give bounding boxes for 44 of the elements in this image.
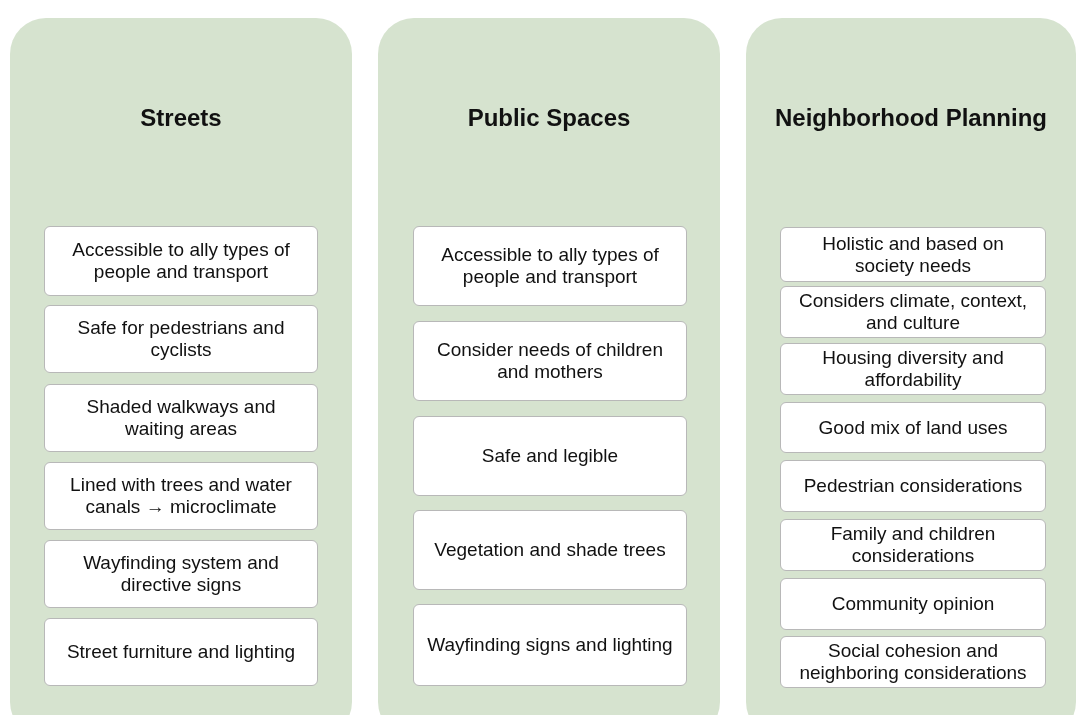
criteria-text: Considers climate, context, and culture [797, 290, 1029, 334]
criteria-text: Wayfinding signs and lighting [427, 634, 673, 656]
criteria-text: Wayfinding system and directive signs [82, 552, 280, 596]
criteria-text: Social cohesion and neighboring considerations [798, 640, 1028, 684]
criteria-box [44, 305, 318, 373]
criteria-box [780, 519, 1046, 571]
column-panel [746, 18, 1076, 715]
criteria-box [413, 416, 687, 496]
criteria-box [44, 462, 318, 530]
column-heading: Streets [139, 104, 223, 132]
criteria-text: Accessible to ally types of people and transport [71, 239, 291, 283]
criteria-text: Safe and legible [481, 445, 619, 467]
criteria-text: Pedestrian considerations [803, 475, 1023, 497]
criteria-box [780, 227, 1046, 282]
criteria-box [413, 321, 687, 401]
criteria-text: Consider needs of children and mothers [436, 339, 664, 383]
criteria-text: Holistic and based on society needs [821, 232, 1005, 277]
criteria-box [780, 460, 1046, 512]
criteria-box [413, 226, 687, 306]
criteria-box [44, 618, 318, 686]
criteria-box [44, 540, 318, 608]
column-panel [10, 18, 352, 715]
criteria-box [780, 636, 1046, 688]
criteria-box [413, 604, 687, 686]
criteria-box [780, 286, 1046, 338]
column-heading: Neighborhood Planning [774, 104, 1048, 132]
criteria-box [44, 226, 318, 296]
criteria-box [413, 510, 687, 590]
criteria-text: Vegetation and shade trees [434, 539, 666, 561]
column-panel [378, 18, 720, 715]
criteria-box [780, 343, 1046, 395]
criteria-text: Community opinion [831, 593, 995, 615]
criteria-text: Housing diversity and affordability [821, 347, 1005, 391]
criteria-box [780, 578, 1046, 630]
criteria-text: Shaded walkways and waiting areas [85, 396, 277, 440]
column-heading: Public Spaces [466, 104, 632, 132]
criteria-text: Good mix of land uses [818, 416, 1008, 439]
criteria-text: Street furniture and lighting [66, 641, 296, 663]
criteria-box [780, 402, 1046, 453]
criteria-text: Safe for pedestrians and cyclists [76, 317, 286, 361]
criteria-text: Family and children considerations [829, 523, 997, 567]
criteria-box [44, 384, 318, 452]
criteria-text: Accessible to ally types of people and transport [440, 244, 660, 288]
criteria-text: Lined with trees and water canals → microclimate [69, 474, 293, 518]
